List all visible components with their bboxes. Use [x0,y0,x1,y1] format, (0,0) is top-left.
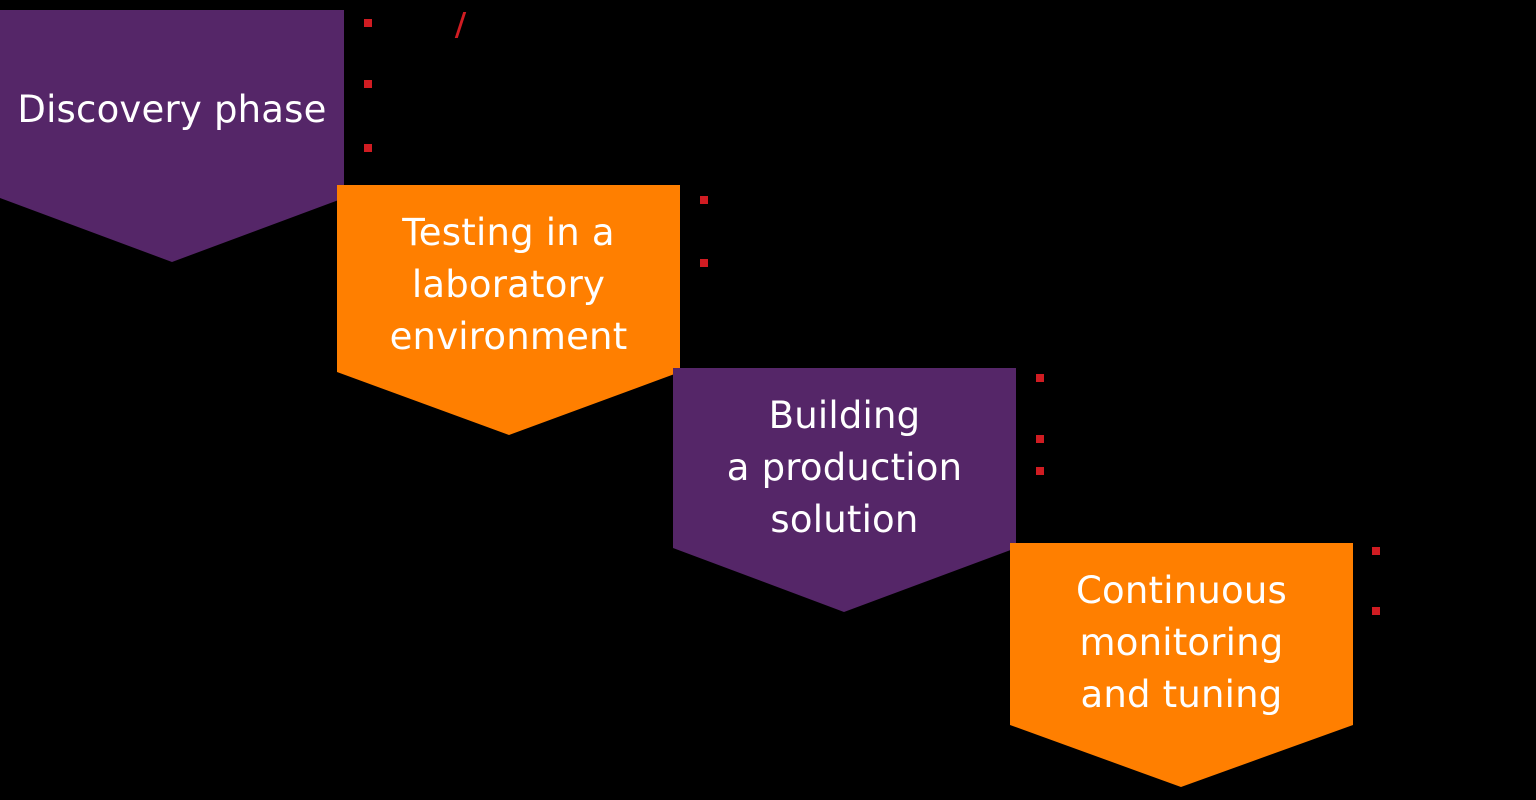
bullet-marker [1036,374,1044,382]
step-label: Continuous monitoring and tuning [1076,569,1287,716]
step-monitoring: Continuous monitoring and tuning [1010,543,1353,787]
step-shape [673,368,1016,612]
step-shape [1010,543,1353,787]
step-label: Building a production solution [726,394,963,541]
bullet-marker [1372,607,1380,615]
step-discovery-shape [0,10,344,262]
step-building: Building a production solution [673,368,1016,612]
bullet-marker [1036,467,1044,475]
step-label: Discovery phase [17,88,327,131]
step-shape [0,10,344,262]
bullet-marker [700,196,708,204]
bullet-marker [1036,435,1044,443]
bullet-marker [364,80,372,88]
step-testing: Testing in a laboratory environment [337,185,680,435]
bullet-marker [700,259,708,267]
bullet-marker [364,144,372,152]
step-shape [337,185,680,435]
step-building-shape [673,368,1016,612]
bullet-marker [1372,547,1380,555]
step-discovery: Discovery phase [0,10,344,262]
step-testing-shape [337,185,680,435]
step-label: Testing in a laboratory environment [389,211,628,358]
bullet-marker [364,19,372,27]
slash-mark [454,12,467,38]
step-monitoring-shape [1010,543,1353,787]
